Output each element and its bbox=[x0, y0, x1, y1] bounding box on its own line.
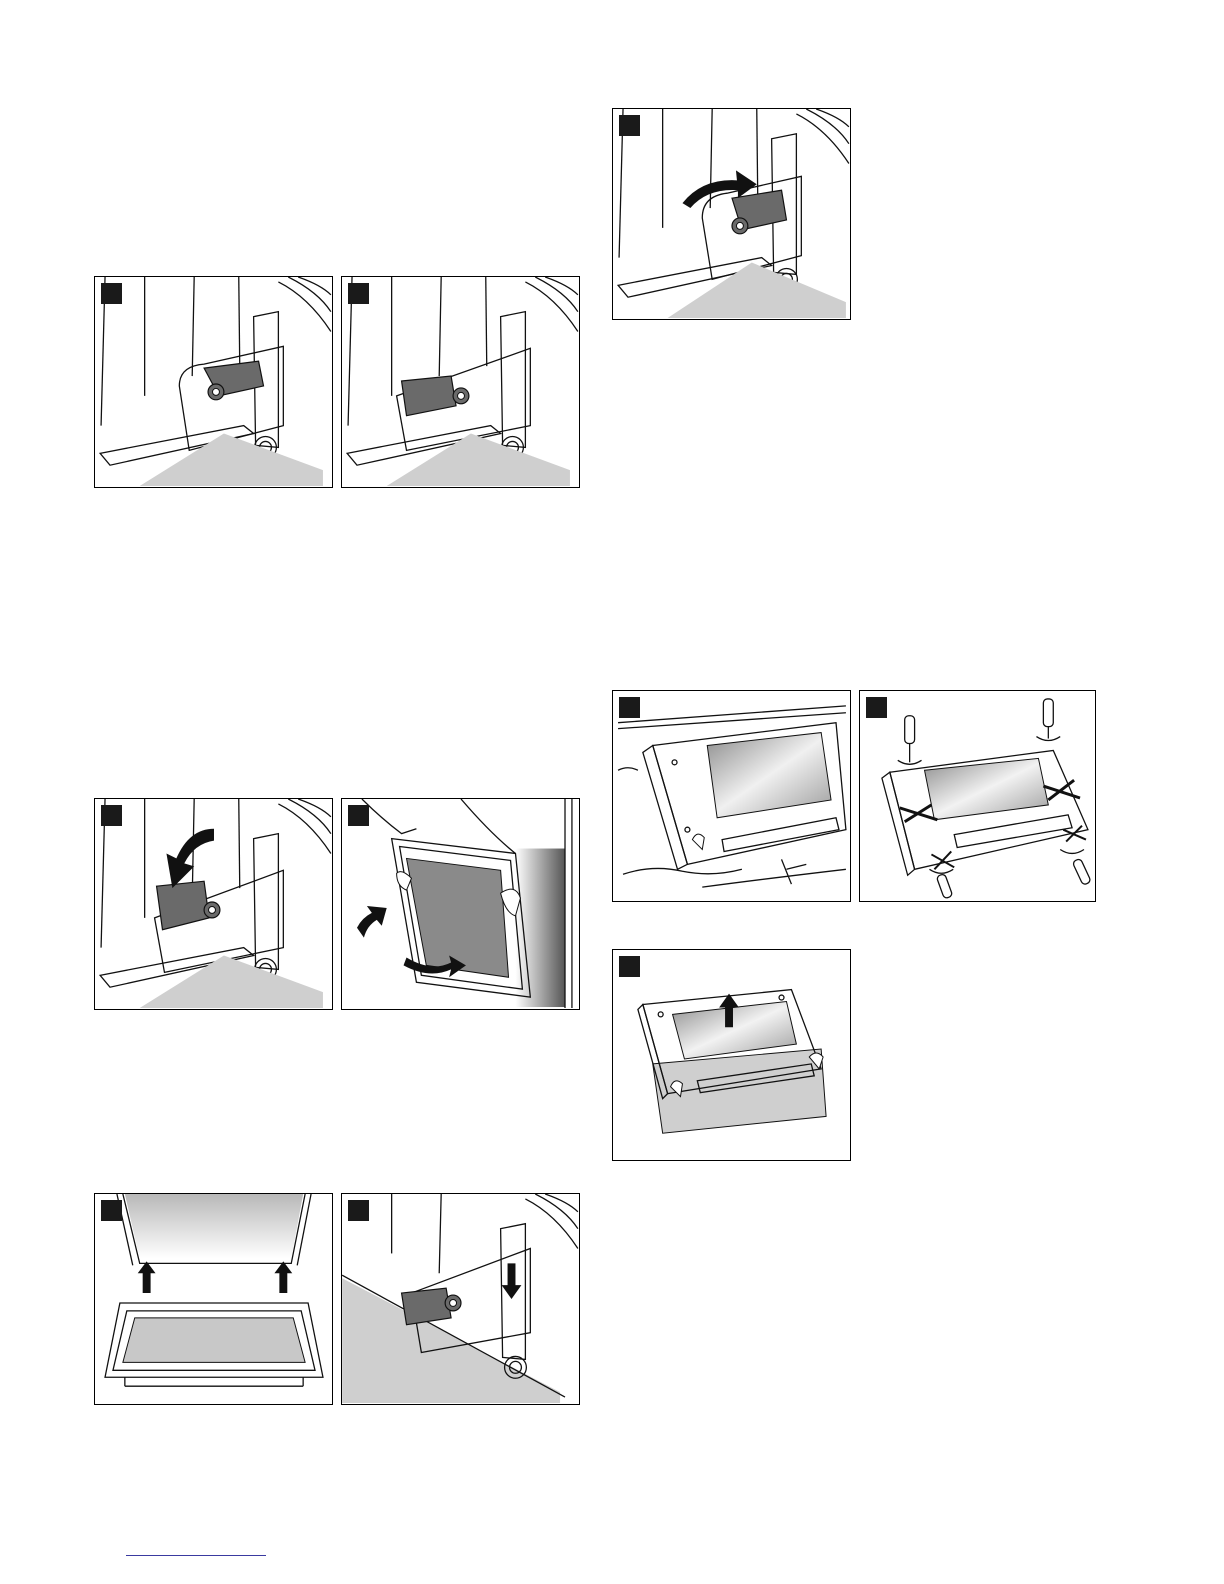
hinge-illustration bbox=[613, 109, 850, 319]
hinge-illustration bbox=[342, 277, 579, 487]
illustration-panel-hinge-rotate bbox=[612, 108, 851, 320]
door-panel-illustration bbox=[613, 691, 850, 901]
step-number-badge bbox=[101, 805, 122, 826]
up-arrow-icon bbox=[274, 1261, 292, 1293]
illustration-panel-door-flat bbox=[612, 690, 851, 902]
step-number-badge bbox=[348, 283, 369, 304]
step-number-badge bbox=[619, 956, 640, 977]
up-arrow-icon bbox=[138, 1261, 156, 1293]
screwdriver-icon bbox=[1060, 849, 1091, 885]
door-illustration bbox=[342, 799, 579, 1009]
illustration-panel-hinge-fold bbox=[94, 798, 333, 1010]
curved-arrow-icon bbox=[357, 906, 387, 938]
hinge-illustration bbox=[95, 277, 332, 487]
illustration-panel-hinge-closed bbox=[94, 276, 333, 488]
step-number-badge bbox=[348, 805, 369, 826]
illustration-panel-hinge-down bbox=[341, 1193, 580, 1405]
door-glass-illustration bbox=[613, 950, 850, 1160]
illustration-panel-glass-lift bbox=[612, 949, 851, 1161]
illustration-panel-door-removal bbox=[341, 798, 580, 1010]
screwdriver-icon bbox=[898, 716, 922, 765]
illustration-panel-hinge-open bbox=[341, 276, 580, 488]
down-arrow-icon bbox=[502, 1263, 522, 1299]
step-number-badge bbox=[619, 115, 640, 136]
screwdriver-icon bbox=[929, 869, 953, 899]
screwdriver-icon bbox=[1036, 699, 1060, 741]
step-number-badge bbox=[101, 1200, 122, 1221]
step-number-badge bbox=[619, 697, 640, 718]
door-panel-illustration bbox=[860, 691, 1095, 901]
hinge-illustration bbox=[342, 1194, 579, 1404]
step-number-badge bbox=[866, 697, 887, 718]
illustration-panel-door-glass bbox=[94, 1193, 333, 1405]
illustration-panel-door-unscrew bbox=[859, 690, 1096, 902]
door-glass-illustration bbox=[95, 1194, 332, 1404]
rotate-arrow-icon bbox=[166, 829, 214, 888]
step-number-badge bbox=[101, 283, 122, 304]
hinge-illustration bbox=[95, 799, 332, 1009]
step-number-badge bbox=[348, 1200, 369, 1221]
footer-link-underline bbox=[126, 1555, 266, 1556]
